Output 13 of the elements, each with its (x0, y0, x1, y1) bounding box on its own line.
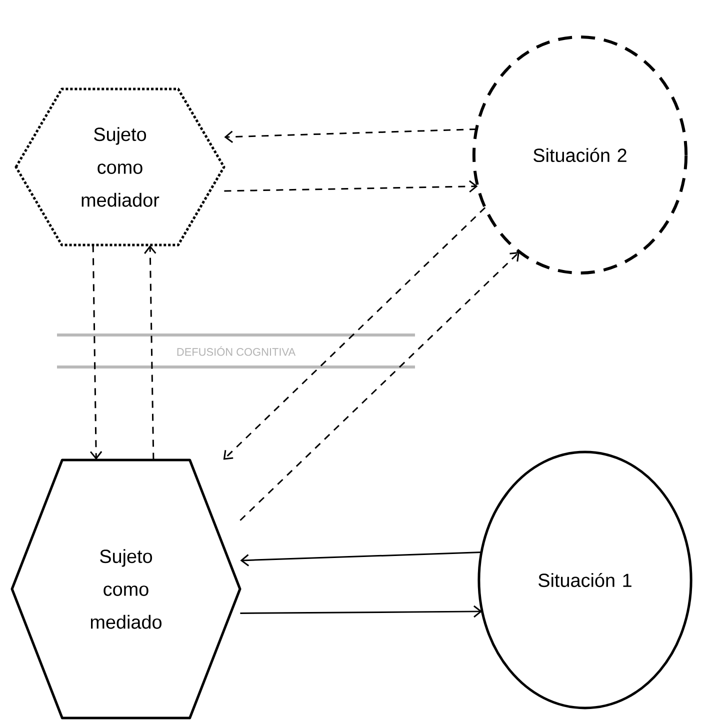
hexagon-node: Sujeto como mediado (10, 458, 242, 720)
arrow (240, 552, 482, 566)
arrow (240, 605, 482, 618)
circle-node: Situación 2 (472, 36, 688, 274)
band-label: DEFUSIÓN COGNITIVA (177, 346, 296, 356)
arrow (90, 245, 102, 460)
arrow (223, 207, 486, 460)
arrow (240, 252, 520, 521)
arrow (224, 180, 478, 192)
hexagon-node: Sujeto como mediador (14, 88, 226, 246)
circle-node: Situación 1 (478, 450, 692, 710)
arrow (144, 245, 156, 460)
arrow (224, 128, 477, 143)
